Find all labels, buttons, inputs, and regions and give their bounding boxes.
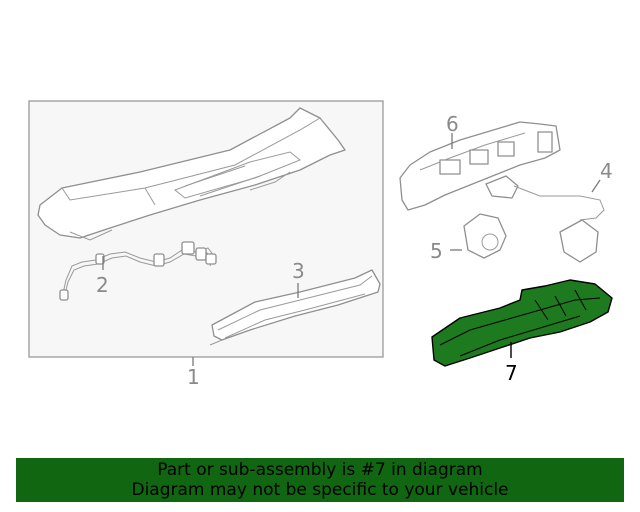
wiring-harness-part	[59, 241, 217, 301]
highlighted-part-7[interactable]	[431, 279, 613, 367]
high-mount-lamp-part	[209, 269, 381, 346]
callout-7[interactable]: 7	[505, 361, 518, 385]
banner-line-1: Part or sub-assembly is #7 in diagram	[157, 460, 483, 480]
camera-part	[463, 213, 507, 259]
spoiler-part	[37, 107, 346, 241]
callout-1[interactable]: 1	[187, 365, 200, 389]
callout-4[interactable]: 4	[600, 159, 613, 183]
fitment-banner: Part or sub-assembly is #7 in diagram Di…	[16, 458, 624, 502]
camera-bracket-part	[399, 121, 561, 211]
callout-3[interactable]: 3	[292, 259, 305, 283]
leader-line-4	[591, 179, 601, 193]
callout-2[interactable]: 2	[96, 273, 109, 297]
callout-6[interactable]: 6	[446, 112, 459, 136]
banner-line-2: Diagram may not be specific to your vehi…	[131, 480, 509, 500]
camera-harness-part	[485, 175, 605, 263]
callout-5[interactable]: 5	[430, 239, 443, 263]
